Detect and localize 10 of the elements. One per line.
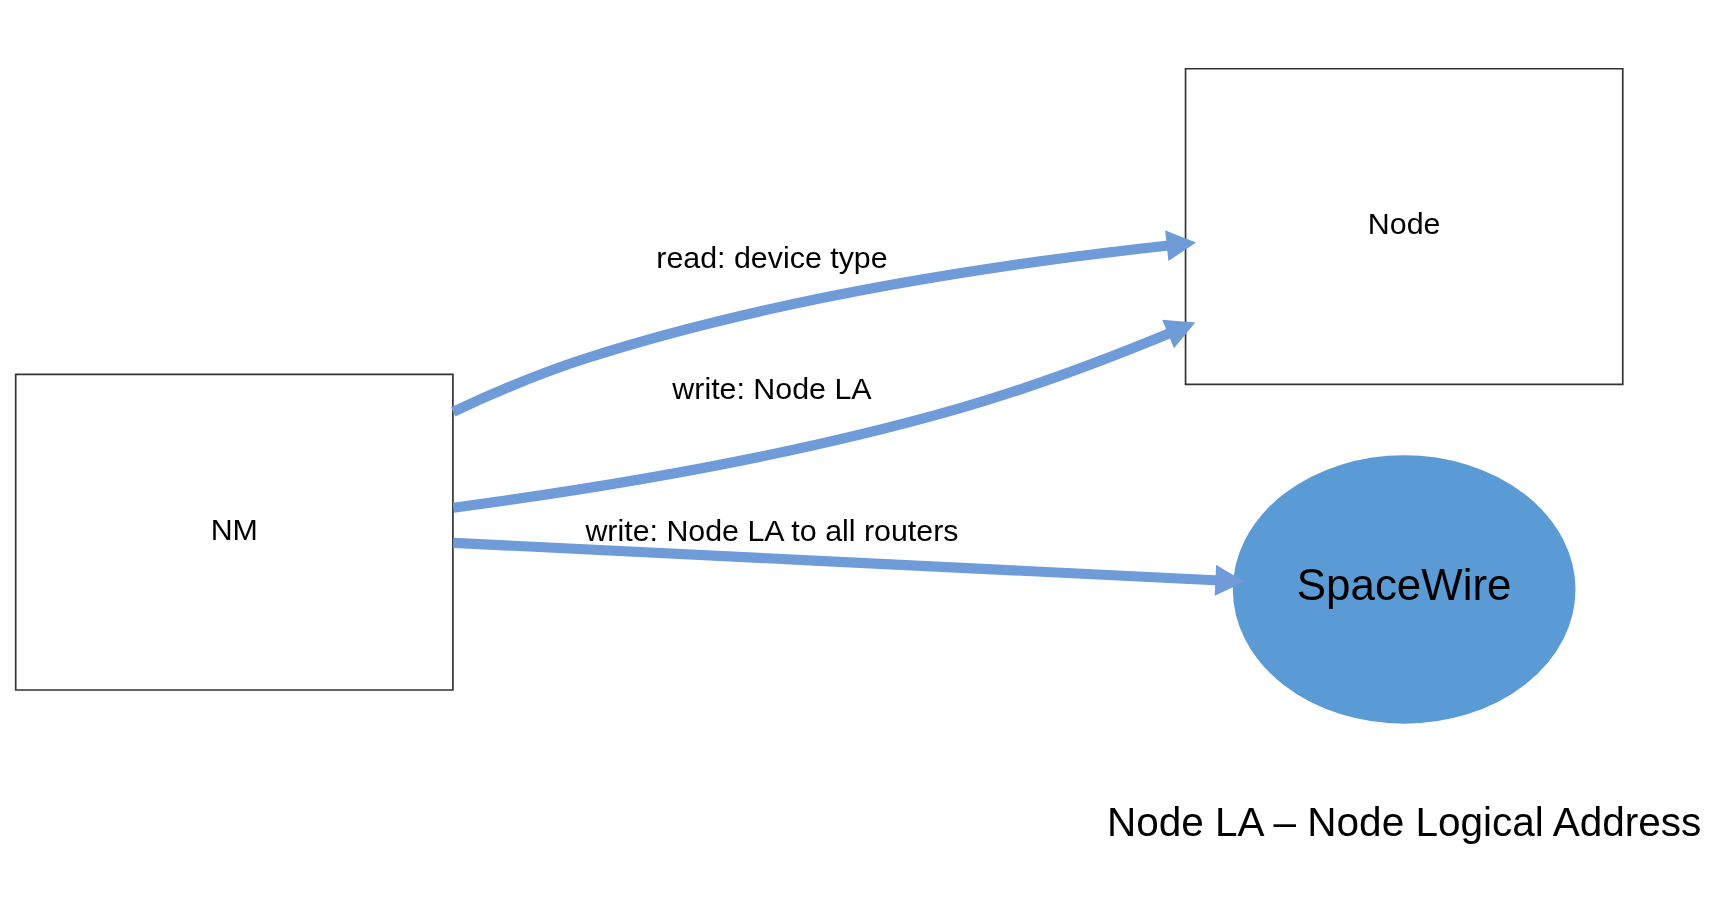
arrow <box>453 537 1245 596</box>
arrow <box>452 319 1196 513</box>
node-box: Node <box>1184 67 1624 385</box>
edge-label: write: Node LA to all routers <box>585 512 959 547</box>
node-box: NM <box>14 372 454 691</box>
edge-label: write: Node LA <box>672 370 872 405</box>
node-ellipse: SpaceWire <box>1232 454 1576 724</box>
label: Node LA – Node Logical Address <box>1106 798 1702 845</box>
arrow <box>451 229 1197 416</box>
edge-label: read: device type <box>656 239 888 274</box>
